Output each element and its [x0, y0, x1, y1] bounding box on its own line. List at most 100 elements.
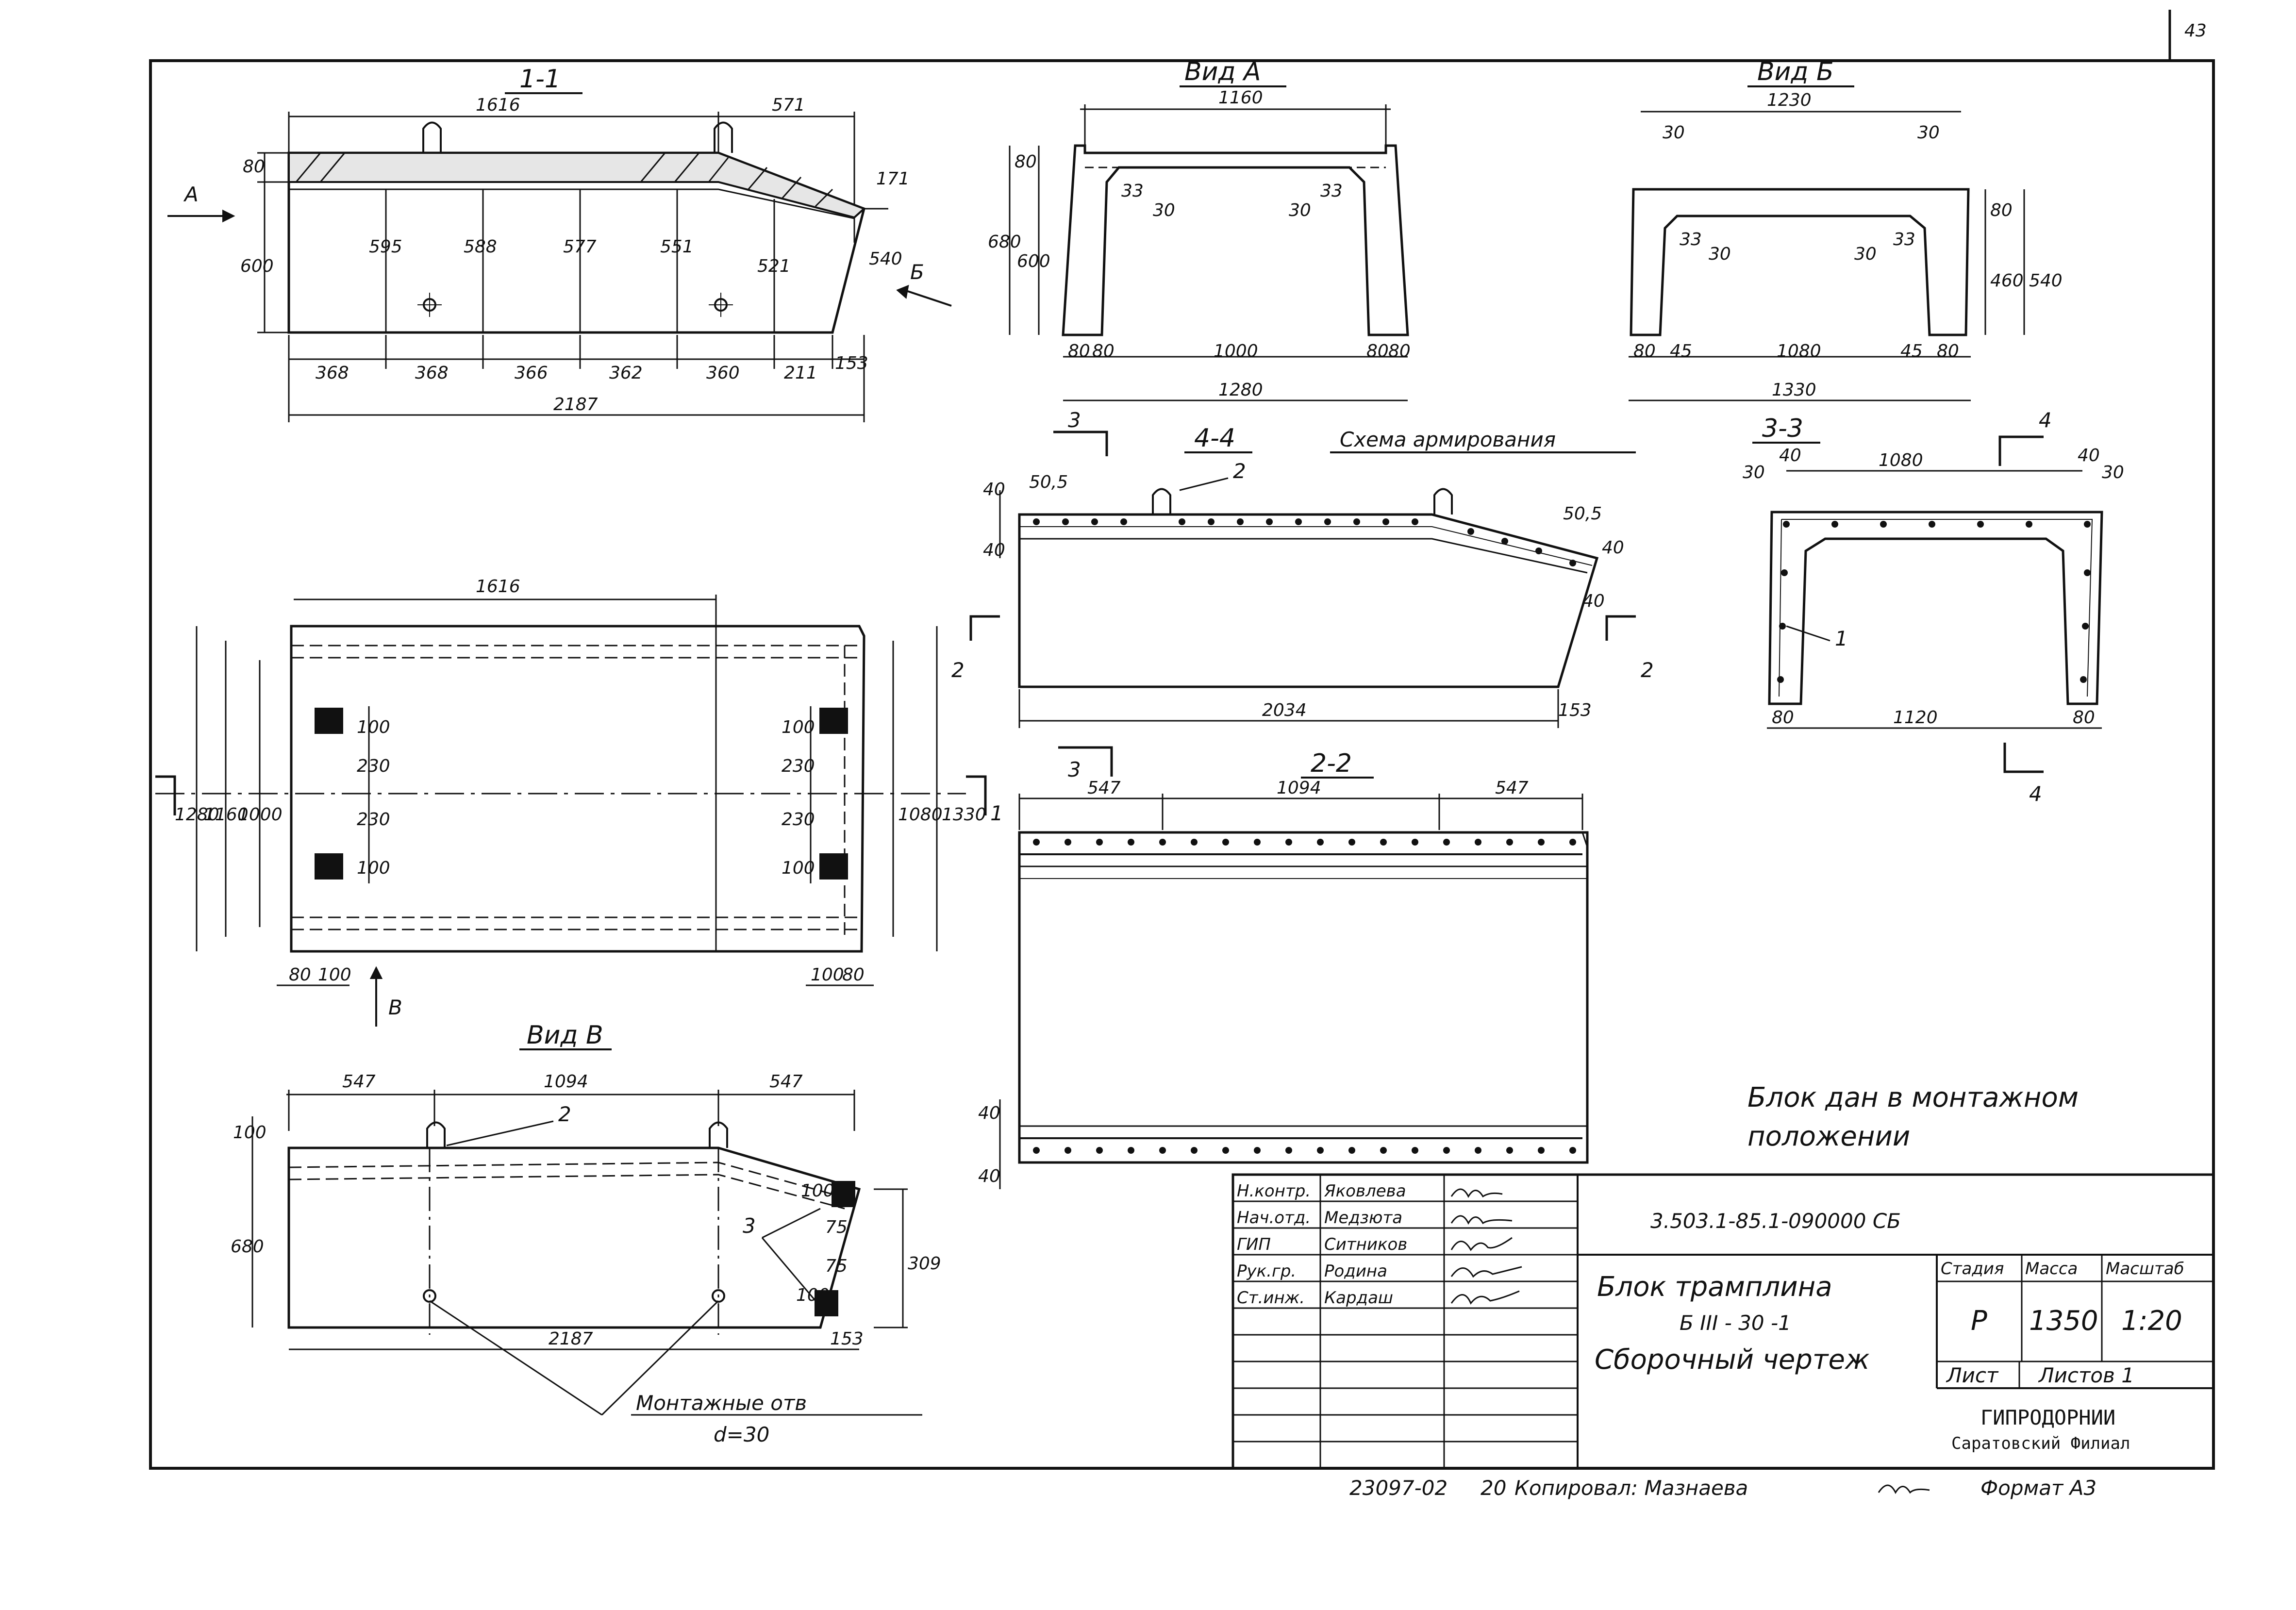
plan-bottom-left-1: 80 [289, 965, 311, 985]
view-v-right-3: 75 [825, 1256, 848, 1276]
view-a: Вид А 1160 80 600 680 33 30 30 33 80 80 … [988, 57, 1411, 401]
bottom-dim-4: 362 [609, 363, 643, 383]
section-2-2-cut-3: 3 [1068, 758, 1081, 781]
section-1-1: 1-1 1616 571 [167, 65, 952, 422]
title-line-1: Блок трамплина [1597, 1271, 1832, 1303]
arrow-b-label: Б [910, 260, 924, 284]
section-2-2-top-2: 1094 [1277, 778, 1321, 798]
section-4-4-title: 4-4 [1194, 424, 1235, 453]
section-4-4-left-2: 40 [983, 540, 1005, 560]
section-1-1-title: 1-1 [519, 65, 561, 94]
section-2-2-top-3: 547 [1495, 778, 1529, 798]
document-code: 3.503.1-85.1-090000 СБ [1650, 1209, 1901, 1233]
view-v-bottom: 2187 [549, 1329, 593, 1349]
plan-inner-right-4: 100 [782, 858, 815, 878]
dim-571: 571 [772, 95, 805, 115]
section-3-3: 3-3 1080 30 40 40 30 1 80 1120 80 4 4 [1743, 408, 2124, 806]
section-4-4-cut-2-left: 2 [951, 658, 965, 682]
view-b-top-small-2: 30 [1917, 123, 1940, 143]
section-4-4-bottom-right: 153 [1558, 700, 1592, 720]
sheet-number: 43 [2184, 21, 2207, 41]
dim-540: 540 [869, 249, 902, 269]
view-v-mark-3: 3 [743, 1214, 756, 1238]
view-v-right-dim: 309 [908, 1254, 941, 1274]
view-v-right-4: 100 [796, 1285, 830, 1305]
view-v-top-2: 1094 [544, 1072, 588, 1092]
footer-page: 20 [1481, 1476, 1506, 1500]
plan-right-1330: 1330 [942, 805, 986, 825]
height-588: 588 [464, 237, 497, 257]
view-a-inner-4: 33 [1320, 181, 1343, 201]
section-2-2: 2-2 547 1094 547 40 [978, 746, 1589, 1189]
view-v-top-3: 547 [769, 1072, 803, 1092]
height-595: 595 [369, 237, 402, 257]
arrow-a-label: А [183, 183, 199, 206]
view-a-bottom-1: 80 [1068, 341, 1090, 361]
plan-arrow-v: В [388, 996, 402, 1019]
section-4-4-subtitle: Схема армирования [1340, 428, 1556, 451]
dim-1616: 1616 [476, 95, 520, 115]
view-v-right-2: 75 [825, 1217, 848, 1237]
height-551: 551 [660, 237, 694, 257]
section-4-4-right-1: 40 [1602, 538, 1624, 558]
section-4-4-cut-3: 3 [1068, 408, 1081, 432]
bottom-dim-5: 360 [706, 363, 740, 383]
view-a-top-dim: 1160 [1218, 88, 1263, 108]
section-3-3-bottom-2: 1120 [1893, 708, 1938, 728]
view-b-inner-2: 30 [1709, 244, 1731, 264]
height-577: 577 [563, 237, 597, 257]
name-5: Кардаш [1324, 1288, 1393, 1308]
title-line-2: Б III - 30 -1 [1680, 1311, 1791, 1335]
view-a-inner-1: 33 [1121, 181, 1144, 201]
view-a-bottom-3: 1000 [1214, 341, 1258, 361]
plan-bottom-right-1: 100 [811, 965, 844, 985]
dim-600-left: 600 [240, 256, 274, 276]
view-v-bar-mark: 2 [558, 1102, 571, 1126]
view-a-bottom-4: 80 [1366, 341, 1389, 361]
section-3-3-top: 1080 [1879, 450, 1923, 470]
section-4-4: 4-4 Схема армирования 2 50,5 50,5 40 40 … [951, 408, 1654, 728]
footer-order: 23097-02 [1349, 1476, 1447, 1500]
view-b: Вид Б 1230 30 30 33 30 30 33 80 460 540 … [1629, 57, 2063, 401]
section-4-4-top-left: 50,5 [1029, 472, 1068, 492]
view-b-bottom-2: 45 [1670, 341, 1692, 361]
name-1: Яковлева [1324, 1181, 1406, 1201]
org-line-2: Саратовский Филиал [1951, 1434, 2130, 1453]
section-2-2-top-1: 547 [1087, 778, 1121, 798]
section-3-3-bottom-1: 80 [1772, 708, 1794, 728]
section-4-4-right-2: 40 [1582, 591, 1605, 611]
view-a-overall: 1280 [1218, 380, 1263, 400]
name-3: Ситников [1324, 1235, 1407, 1254]
signatures [1450, 1188, 1522, 1305]
role-2: Нач.отд. [1237, 1208, 1311, 1228]
bottom-dim-6: 211 [784, 363, 817, 383]
section-4-4-cut-2-right: 2 [1641, 658, 1654, 682]
view-v-note-2: d=30 [714, 1423, 769, 1446]
stage-value: Р [1971, 1305, 1987, 1337]
note-line-2: положении [1747, 1121, 1910, 1152]
view-a-inner-3: 30 [1289, 200, 1311, 220]
section-3-3-top-small-2: 40 [1779, 446, 1801, 465]
view-v-bottom-right: 153 [830, 1329, 864, 1349]
plan-right-1080: 1080 [898, 805, 943, 825]
stage-label: Стадия [1941, 1259, 2004, 1278]
view-a-bottom-2: 80 [1092, 341, 1115, 361]
view-b-bottom-4: 45 [1900, 341, 1923, 361]
role-1: Н.контр. [1237, 1181, 1311, 1201]
scale-value: 1:20 [2121, 1305, 2182, 1337]
section-4-4-left-1: 40 [983, 480, 1005, 499]
view-b-dim-540: 540 [2029, 271, 2063, 291]
plan-inner-left-4: 100 [357, 858, 390, 878]
section-4-4-top-right: 50,5 [1563, 504, 1602, 524]
role-5: Ст.инж. [1237, 1288, 1305, 1308]
mass-value: 1350 [2029, 1305, 2098, 1337]
view-b-overall: 1330 [1772, 380, 1816, 400]
dim-171: 171 [876, 169, 910, 189]
plan-inner-right-3: 230 [782, 810, 815, 830]
view-v-left-2: 680 [231, 1237, 264, 1257]
section-3-3-cut-4-top: 4 [2039, 408, 2052, 432]
footer-copied: Копировал: Мазнаева [1514, 1476, 1748, 1500]
view-a-dim-80: 80 [1015, 152, 1037, 172]
role-4: Рук.гр. [1237, 1261, 1296, 1281]
view-b-title: Вид Б [1757, 57, 1834, 86]
